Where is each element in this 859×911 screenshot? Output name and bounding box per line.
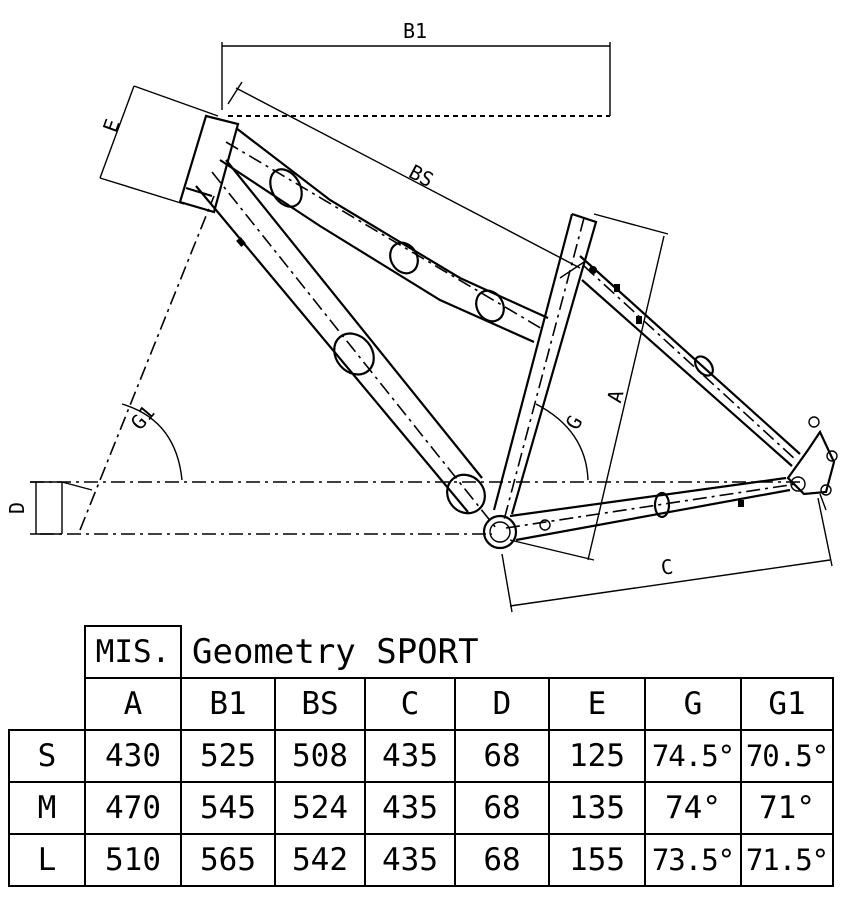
table-cell: 435 bbox=[364, 833, 456, 887]
label-a: A bbox=[602, 387, 628, 405]
seat-tube bbox=[492, 212, 598, 521]
table-cell: 71.5° bbox=[740, 833, 834, 887]
table-cell: 125 bbox=[548, 729, 646, 783]
angle-g: G bbox=[535, 403, 589, 481]
dimension-d: D bbox=[5, 481, 93, 535]
column-header: C bbox=[364, 677, 456, 731]
dimension-e: E bbox=[98, 85, 219, 205]
bottom-bracket bbox=[482, 514, 518, 550]
column-header: E bbox=[548, 677, 646, 731]
table-cell: 525 bbox=[180, 729, 276, 783]
table-cell: 70.5° bbox=[740, 729, 834, 783]
table-cell: 542 bbox=[274, 833, 366, 887]
label-d: D bbox=[5, 502, 29, 514]
dimension-c: C bbox=[501, 497, 833, 613]
table-cell: 74.5° bbox=[644, 729, 742, 783]
table-title: Geometry SPORT bbox=[192, 631, 479, 672]
table-cell: 508 bbox=[274, 729, 366, 783]
table-cell: 524 bbox=[274, 781, 366, 835]
table-cell: 68 bbox=[454, 729, 550, 783]
table-cell: 435 bbox=[364, 729, 456, 783]
mis-label: MIS. bbox=[84, 625, 182, 679]
label-c: C bbox=[659, 554, 674, 579]
table-cell: 470 bbox=[84, 781, 182, 835]
chain-stay bbox=[505, 476, 797, 542]
label-e: E bbox=[98, 116, 125, 136]
table-cell: 68 bbox=[454, 781, 550, 835]
label-bs: BS bbox=[405, 160, 438, 193]
label-g1: G1 bbox=[126, 401, 160, 435]
label-g: G bbox=[561, 411, 588, 433]
head-tube bbox=[178, 114, 240, 214]
table-cell: 68 bbox=[454, 833, 550, 887]
label-b1: B1 bbox=[403, 19, 427, 43]
dimension-a: A bbox=[509, 213, 669, 561]
size-cell: M bbox=[8, 781, 86, 835]
table-cell: 435 bbox=[364, 781, 456, 835]
dimension-b1: B1 bbox=[221, 19, 611, 117]
rear-dropout bbox=[786, 416, 838, 511]
column-header: A bbox=[84, 677, 182, 731]
geometry-table: MIS. Geometry SPORT A B1 BS C D E G G1 S… bbox=[8, 625, 834, 887]
table-cell: 74° bbox=[644, 781, 742, 835]
table-cell: 545 bbox=[180, 781, 276, 835]
table-row: L 510 565 542 435 68 155 73.5° 71.5° bbox=[8, 833, 834, 887]
table-cell: 155 bbox=[548, 833, 646, 887]
frame-geometry-diagram: B1 BS E bbox=[5, 19, 838, 613]
column-header: D bbox=[454, 677, 550, 731]
table-row: S 430 525 508 435 68 125 74.5° 70.5° bbox=[8, 729, 834, 783]
table-cell: 73.5° bbox=[644, 833, 742, 887]
size-cell: S bbox=[8, 729, 86, 783]
table-title-row: MIS. Geometry SPORT bbox=[9, 625, 833, 679]
table-header-row: A B1 BS C D E G G1 bbox=[9, 677, 834, 731]
column-header: B1 bbox=[180, 677, 276, 731]
top-tube bbox=[219, 127, 549, 344]
table-cell: 565 bbox=[180, 833, 276, 887]
size-cell: L bbox=[8, 833, 86, 887]
table-cell: 71° bbox=[740, 781, 834, 835]
down-tube bbox=[195, 159, 497, 529]
table-cell: 135 bbox=[548, 781, 646, 835]
table-cell: 510 bbox=[84, 833, 182, 887]
column-header: BS bbox=[274, 677, 366, 731]
angle-g1: G1 bbox=[121, 401, 183, 481]
table-row: M 470 545 524 435 68 135 74° 71° bbox=[8, 781, 834, 835]
column-header: G1 bbox=[740, 677, 834, 731]
head-tube-axis-line bbox=[79, 195, 215, 531]
table-cell: 430 bbox=[84, 729, 182, 783]
column-header: G bbox=[644, 677, 742, 731]
seat-stay bbox=[579, 255, 801, 467]
